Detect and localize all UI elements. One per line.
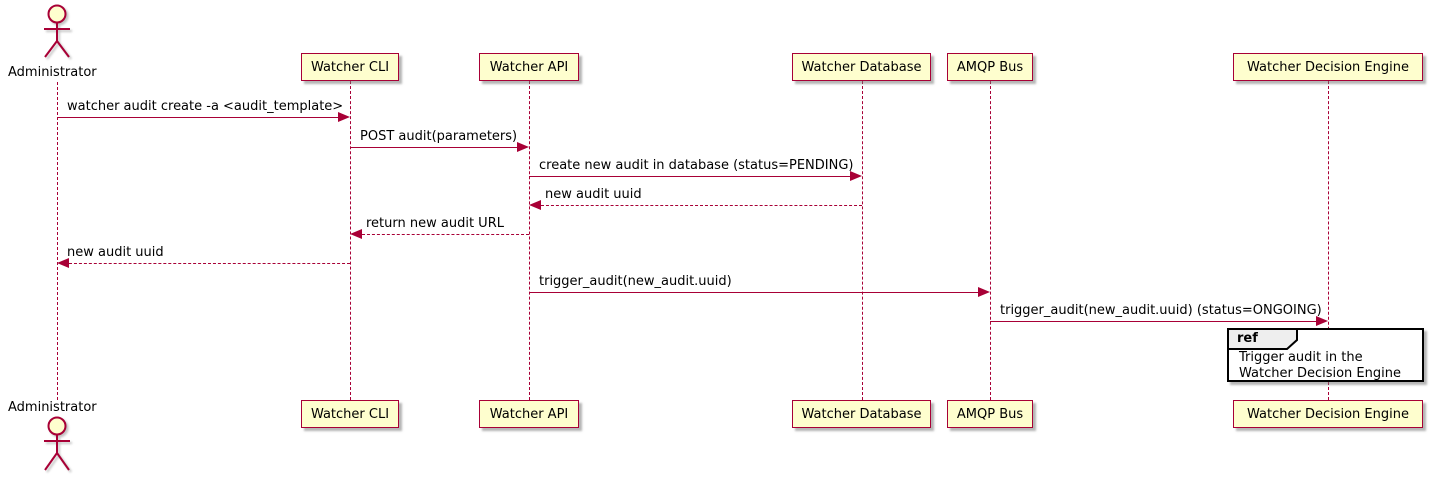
participant-top-amqp-bus: AMQP Bus (947, 53, 1033, 81)
actor-administrator-bottom-icon (44, 416, 70, 471)
ref-fragment: ref Trigger audit in the Watcher Decisio… (1227, 328, 1424, 382)
arrowhead-icon (850, 171, 862, 181)
participant-bottom-amqp-bus: AMQP Bus (947, 400, 1033, 428)
message-line (69, 263, 350, 264)
ref-text: Trigger audit in the Watcher Decision En… (1239, 350, 1401, 382)
message-line (362, 234, 529, 235)
message-label: trigger_audit(new_audit.uuid) (539, 274, 732, 289)
participant-bottom-watcher-cli: Watcher CLI (301, 400, 399, 428)
participant-bottom-watcher-database: Watcher Database (792, 400, 931, 428)
participant-bottom-watcher-decision-engine: Watcher Decision Engine (1233, 400, 1423, 428)
participant-label: Watcher Decision Engine (1247, 406, 1409, 422)
actor-administrator-top-icon (44, 4, 70, 58)
arrowhead-icon (57, 258, 69, 268)
ref-text-line-1: Trigger audit in the (1239, 350, 1363, 365)
message-label: new audit uuid (67, 245, 164, 260)
message-label: trigger_audit(new_audit.uuid) (status=ON… (1000, 303, 1322, 318)
lifeline-watcher-cli (350, 81, 351, 400)
participant-label: Watcher Database (801, 406, 922, 422)
lifeline-amqp-bus (990, 81, 991, 400)
arrowhead-icon (338, 112, 350, 122)
message-line (350, 147, 519, 148)
message-label: watcher audit create -a <audit_template> (67, 99, 344, 114)
message-line (990, 321, 1316, 322)
ref-tag-pentagon-icon (1228, 329, 1298, 350)
participant-top-watcher-database: Watcher Database (792, 53, 931, 81)
arrowhead-icon (978, 287, 990, 297)
participant-label: Watcher API (489, 59, 569, 75)
participant-label: Watcher Decision Engine (1247, 59, 1409, 75)
participant-label: Watcher CLI (310, 406, 390, 422)
lifeline-watcher-database (862, 81, 863, 400)
actor-administrator-bottom-label: Administrator (8, 400, 97, 415)
arrowhead-icon (350, 229, 362, 239)
message-line (529, 176, 852, 177)
participant-label: AMQP Bus (956, 406, 1024, 422)
lifeline-watcher-decision-engine (1328, 81, 1329, 400)
message-line (57, 117, 340, 118)
actor-administrator-top-label: Administrator (8, 65, 97, 80)
message-label: new audit uuid (545, 187, 642, 202)
participant-label: AMQP Bus (956, 59, 1024, 75)
lifeline-administrator (57, 82, 58, 400)
participant-top-watcher-api: Watcher API (479, 53, 579, 81)
message-label: create new audit in database (status=PEN… (539, 158, 854, 173)
message-label: POST audit(parameters) (360, 129, 518, 144)
lifeline-watcher-api (529, 81, 530, 400)
arrowhead-icon (517, 142, 529, 152)
arrowhead-icon (529, 200, 541, 210)
participant-label: Watcher Database (801, 59, 922, 75)
participant-label: Watcher API (489, 406, 569, 422)
participant-bottom-watcher-api: Watcher API (479, 400, 579, 428)
message-line (541, 205, 862, 206)
ref-text-line-2: Watcher Decision Engine (1239, 366, 1401, 381)
message-line (529, 292, 978, 293)
participant-label: Watcher CLI (310, 59, 390, 75)
arrowhead-icon (1316, 316, 1328, 326)
ref-keyword: ref (1237, 331, 1258, 346)
message-label: return new audit URL (366, 216, 504, 231)
participant-top-watcher-decision-engine: Watcher Decision Engine (1233, 53, 1423, 81)
participant-top-watcher-cli: Watcher CLI (301, 53, 399, 81)
